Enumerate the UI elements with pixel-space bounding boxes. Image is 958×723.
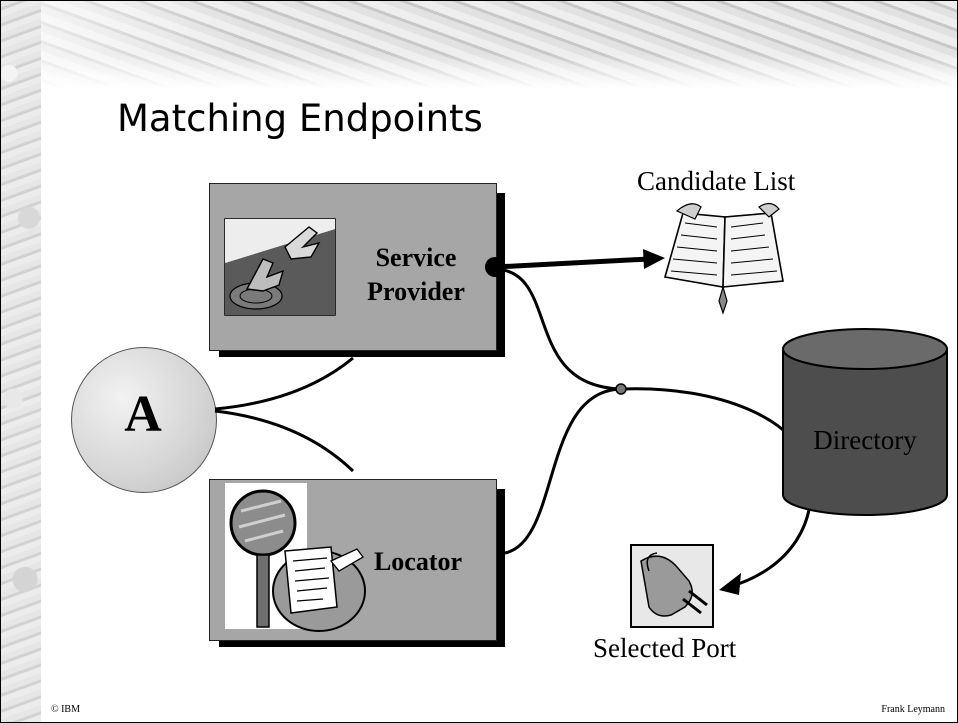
selected-port-plug-icon — [630, 544, 714, 628]
service-provider-clipart-icon — [224, 218, 336, 316]
service-provider-label: Service Provider — [341, 241, 491, 309]
a-to-locator-connector — [214, 409, 355, 473]
candidate-list-label: Candidate List — [637, 166, 796, 196]
junction-node — [615, 383, 627, 395]
service-provider-label-line2: Provider — [367, 277, 465, 306]
selected-port-arrowhead — [719, 573, 741, 595]
provider-to-junction-curve — [494, 267, 622, 391]
candidate-list-book-icon — [663, 202, 784, 315]
footer-copyright: © IBM — [51, 704, 80, 715]
directory-cylinder — [782, 328, 948, 516]
a-node-label: A — [124, 386, 162, 443]
service-provider-label-line1: Service — [375, 243, 457, 272]
candidate-list-arrow — [494, 256, 650, 270]
a-to-provider-connector — [214, 356, 354, 411]
provider-port-dot — [485, 257, 505, 277]
directory-label: Directory — [813, 425, 917, 455]
selected-port-label: Selected Port — [593, 633, 737, 663]
locator-label: Locator — [373, 547, 463, 576]
slide-title: Matching Endpoints — [117, 97, 483, 140]
banner-fade — [41, 1, 241, 89]
candidate-list-arrowhead — [643, 249, 665, 269]
decorative-stone-border-left — [1, 1, 41, 722]
a-node-circle — [71, 347, 217, 493]
locator-to-junction-curve — [504, 387, 622, 555]
locator-clipart-icon — [225, 483, 366, 632]
footer-author: Frank Leymann — [881, 704, 945, 715]
